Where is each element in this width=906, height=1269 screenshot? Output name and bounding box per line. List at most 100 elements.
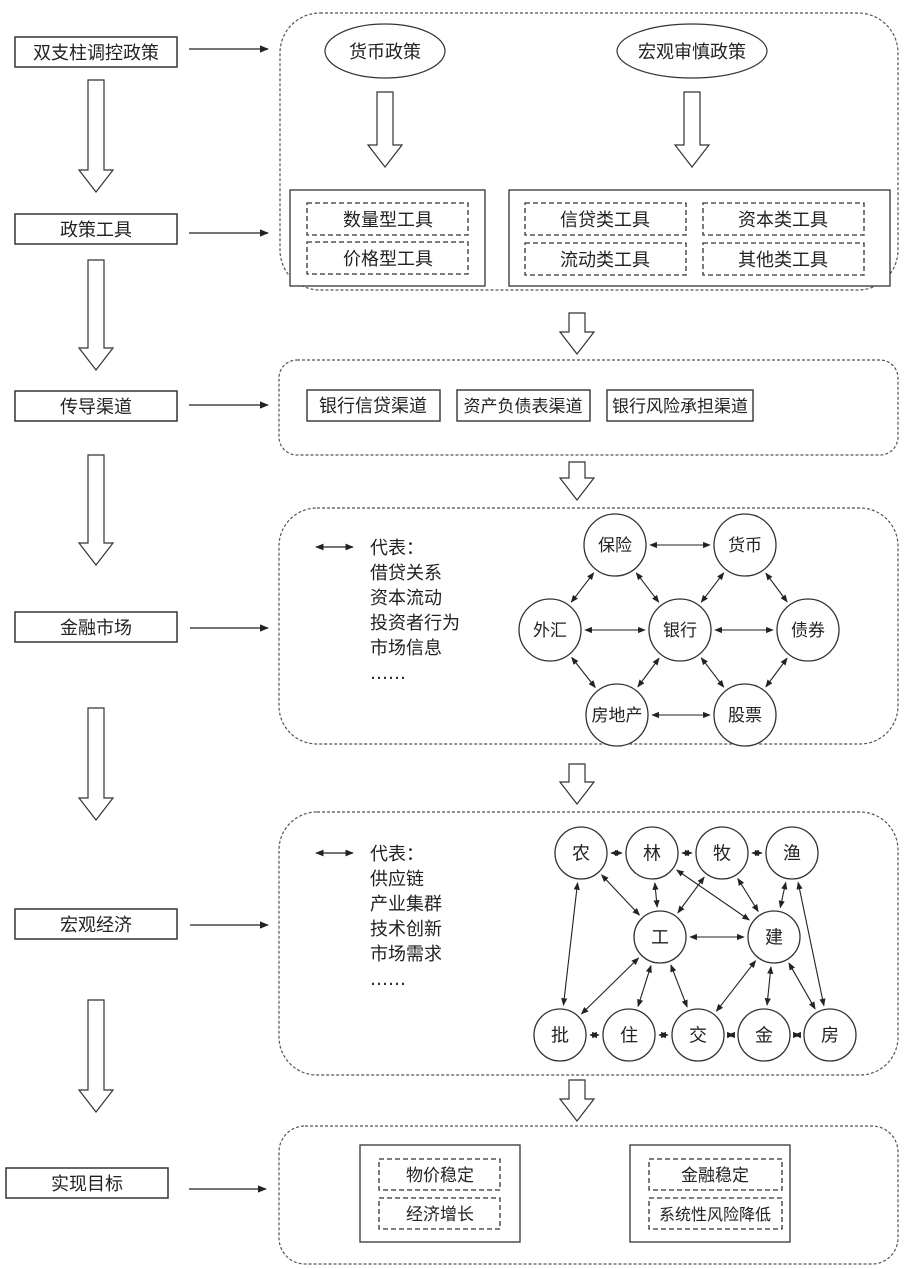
legend-title: 代表： <box>370 538 424 559</box>
tool-label: 流动类工具 <box>560 250 650 271</box>
node-label: 房地产 <box>592 706 643 726</box>
node-label: 金 <box>755 1025 773 1046</box>
node-label: 林 <box>643 843 661 864</box>
panel-policies: 货币政策 宏观审慎政策 数量型工具 价格型工具 信贷类工具 资本类工具 流动类工… <box>279 12 899 291</box>
stage-label: 宏观经济 <box>60 915 132 936</box>
edge-林-工 <box>652 882 660 908</box>
node-label: 货币 <box>728 536 762 556</box>
edge-外汇-房地产 <box>571 656 596 689</box>
macroprudential-tools-box: 信贷类工具 资本类工具 流动类工具 其他类工具 <box>508 189 891 287</box>
panel-financial-market: 代表：借贷关系资本流动投资者行为市场信息…… 保险货币外汇银行债券房地产股票 <box>278 507 899 747</box>
legend-item: …… <box>370 969 406 990</box>
edge-农-工 <box>601 874 640 916</box>
legend-item: 技术创新 <box>370 919 442 940</box>
node-工: 工 <box>633 910 687 964</box>
node-label: 批 <box>551 1025 569 1046</box>
node-股票: 股票 <box>713 683 777 747</box>
node-批: 批 <box>533 1008 587 1062</box>
down-arrow-icon <box>77 79 115 193</box>
node-货币: 货币 <box>713 513 777 577</box>
node-label: 股票 <box>728 706 762 726</box>
goal-label: 物价稳定 <box>406 1166 474 1186</box>
down-arrow-icon <box>366 91 404 168</box>
down-arrow-icon <box>77 707 115 821</box>
node-交: 交 <box>671 1008 725 1062</box>
edge-工-批 <box>580 957 640 1015</box>
node-外汇: 外汇 <box>518 598 582 662</box>
channel-label: 银行风险承担渠道 <box>612 397 748 417</box>
edge-建-房 <box>788 962 816 1010</box>
policy-label: 货币政策 <box>349 42 421 63</box>
edge-农-批 <box>561 882 580 1006</box>
stage-policy-tools: 政策工具 <box>14 213 178 245</box>
edge-银行-房地产 <box>637 657 660 688</box>
goals-right-box: 金融稳定 系统性风险降低 <box>629 1144 791 1243</box>
goal-label: 金融稳定 <box>681 1166 749 1186</box>
down-arrow-icon <box>673 91 711 168</box>
stage-label: 双支柱调控政策 <box>33 43 159 64</box>
stage-label: 金融市场 <box>60 618 132 639</box>
down-arrow-icon <box>558 763 596 805</box>
node-label: 房 <box>821 1025 839 1046</box>
edge-工-交 <box>670 964 688 1008</box>
legend-item: 市场信息 <box>370 638 442 659</box>
stage-label: 政策工具 <box>60 220 132 241</box>
node-建: 建 <box>747 910 801 964</box>
tool-label: 数量型工具 <box>343 210 433 231</box>
node-渔: 渔 <box>765 826 819 880</box>
tool-label: 资本类工具 <box>738 210 828 231</box>
edge-林-建 <box>676 869 750 921</box>
goals-left-box: 物价稳定 经济增长 <box>359 1144 521 1243</box>
goal-label: 系统性风险降低 <box>659 1205 771 1224</box>
legend-item: 产业集群 <box>370 894 442 915</box>
node-保险: 保险 <box>583 513 647 577</box>
edge-建-交 <box>715 960 757 1012</box>
node-住: 住 <box>602 1008 656 1062</box>
down-arrow-icon <box>77 454 115 566</box>
monetary-tools-box: 数量型工具 价格型工具 <box>289 189 486 287</box>
stage-macro-economy: 宏观经济 <box>14 908 178 940</box>
node-label: 保险 <box>598 536 632 556</box>
stage-goals: 实现目标 <box>5 1167 169 1199</box>
legend-item: 市场需求 <box>370 944 442 965</box>
edge-保险-外汇 <box>570 572 595 603</box>
stage-dual-pillar: 双支柱调控政策 <box>14 36 178 68</box>
node-label: 建 <box>765 927 783 948</box>
edge-渔-房 <box>796 881 826 1007</box>
node-金: 金 <box>737 1008 791 1062</box>
down-arrow-icon <box>77 999 115 1113</box>
tool-label: 价格型工具 <box>343 249 433 270</box>
edge-货币-银行 <box>700 572 725 603</box>
node-银行: 银行 <box>648 598 712 662</box>
monetary-policy-ellipse: 货币政策 <box>324 23 446 79</box>
down-arrow-icon <box>558 312 596 355</box>
node-label: 银行 <box>663 621 697 641</box>
node-债券: 债券 <box>776 598 840 662</box>
node-label: 交 <box>689 1025 707 1046</box>
tool-label: 其他类工具 <box>738 250 828 271</box>
legend-title: 代表： <box>370 844 424 865</box>
edge-债券-股票 <box>765 657 788 688</box>
node-label: 渔 <box>783 843 801 864</box>
legend-item: 供应链 <box>370 869 424 890</box>
node-房地产: 房地产 <box>585 683 649 747</box>
node-label: 农 <box>572 843 590 864</box>
node-农: 农 <box>554 826 608 880</box>
edge-工-住 <box>637 964 652 1008</box>
legend-item: …… <box>370 663 406 684</box>
edge-银行-股票 <box>700 657 725 688</box>
panel-channels: 银行信贷渠道 资产负债表渠道 银行风险承担渠道 <box>278 359 899 456</box>
tool-label: 信贷类工具 <box>560 210 650 231</box>
node-牧: 牧 <box>695 826 749 880</box>
edge-建-金 <box>764 966 774 1006</box>
node-label: 外汇 <box>533 621 567 641</box>
legend-item: 投资者行为 <box>370 613 460 634</box>
down-arrow-icon <box>77 259 115 371</box>
node-林: 林 <box>625 826 679 880</box>
node-label: 债券 <box>791 621 825 641</box>
down-arrow-icon <box>558 1079 596 1122</box>
policy-label: 宏观审慎政策 <box>638 42 746 63</box>
channel-label: 银行信贷渠道 <box>319 396 427 417</box>
edge-货币-债券 <box>765 572 788 603</box>
